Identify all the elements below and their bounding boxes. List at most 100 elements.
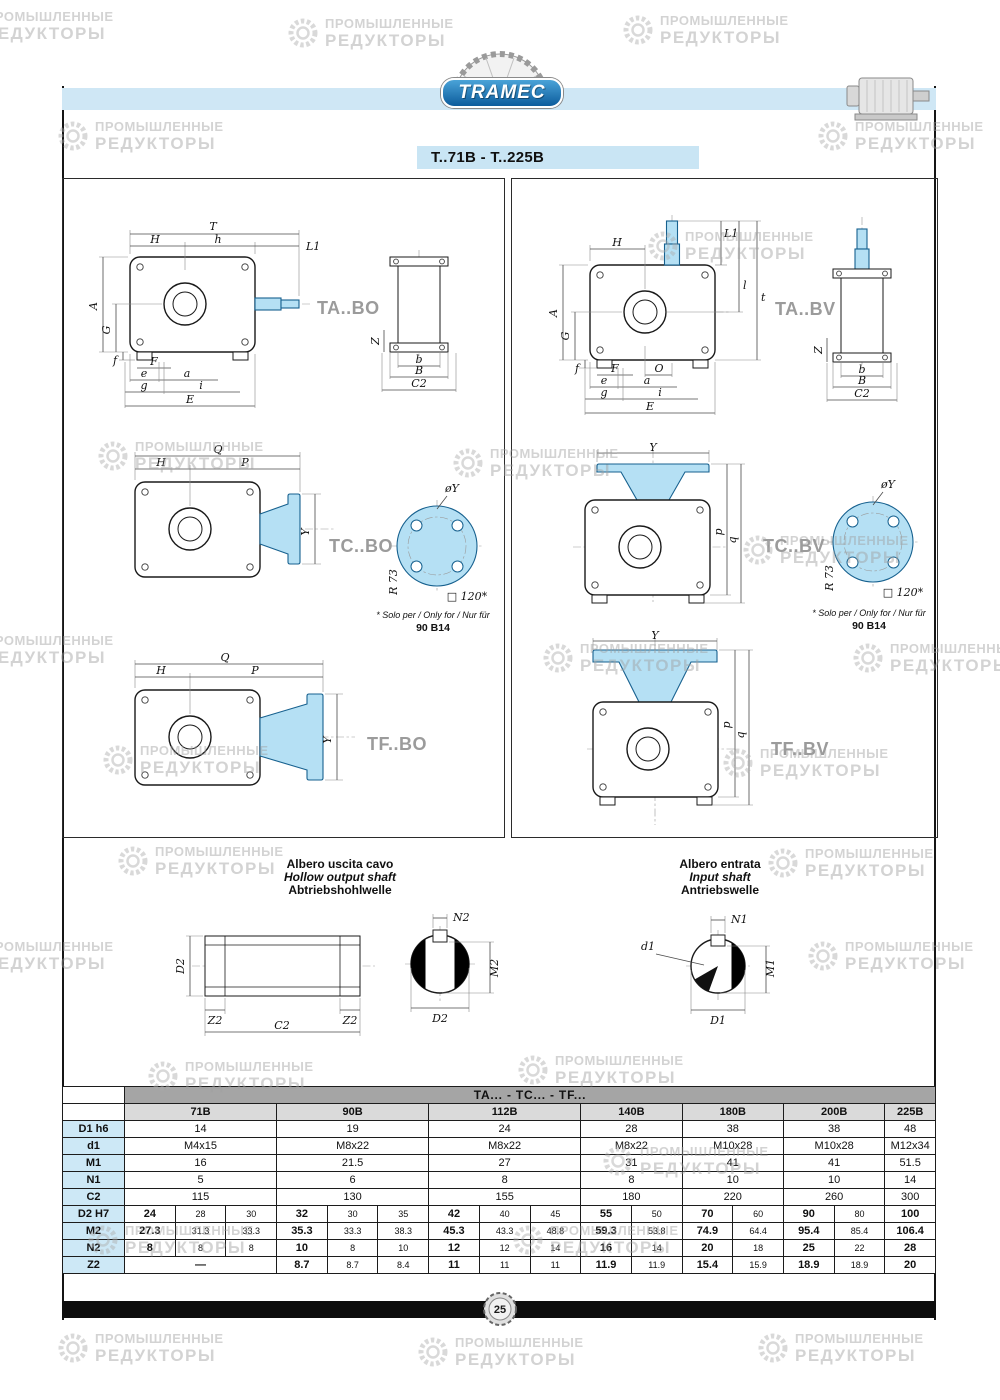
table-cell: 20 — [681, 1239, 734, 1257]
gear-watermark-icon — [58, 1333, 88, 1363]
table-cell: 18.9 — [782, 1256, 835, 1274]
dim-H: H — [611, 236, 622, 249]
table-cell: 24 — [124, 1205, 176, 1223]
watermark-line2: РЕДУКТОРЫ — [0, 23, 107, 43]
size-header: 180B — [681, 1103, 784, 1121]
ta-bo-drawing: T H h L1 A G f F e a g i — [87, 220, 457, 408]
dim-Z: Z — [369, 337, 382, 346]
dim-Y: Y — [651, 629, 660, 642]
table-cell: 155 — [428, 1188, 582, 1206]
tf-bv-dimensions: Y p q — [592, 629, 753, 806]
watermark-line2: РЕДУКТОРЫ — [855, 133, 977, 153]
table-cell: 8.4 — [377, 1256, 430, 1274]
ta-bv-drawing: H L1 l t A G f F O e a — [547, 215, 898, 415]
dim-Y: Y — [649, 441, 658, 454]
page-right-rule — [934, 86, 936, 1320]
input-shaft-title-it: Albero entrata — [679, 857, 761, 871]
watermark-line2: РЕДУКТОРЫ — [455, 1349, 577, 1369]
page-number: 25 — [494, 1304, 506, 1316]
hollow-output-shaft-drawing: D2 Z2 Z2 C2 N2 M2 D2 — [174, 911, 501, 1036]
table-cell: 80 — [833, 1205, 886, 1223]
dim-B: B — [857, 374, 866, 387]
table-cell: 11 — [529, 1256, 582, 1274]
watermark-line2: РЕДУКТОРЫ — [795, 1345, 917, 1365]
table-cell: 8 — [428, 1171, 582, 1189]
table-cell: 10 — [681, 1171, 784, 1189]
table-cell: 24 — [428, 1120, 582, 1138]
dim-H: H — [149, 233, 160, 246]
table-cell: 22 — [833, 1239, 886, 1257]
tramec-logo: TRAMEC — [441, 78, 563, 108]
table-cell: 11.9 — [630, 1256, 683, 1274]
watermark-line2: РЕДУКТОРЫ — [0, 953, 107, 973]
table-corner-cell — [62, 1086, 125, 1104]
table-cell: 16 — [580, 1239, 632, 1257]
output-shaft-title-it: Albero uscita cavo — [286, 857, 394, 871]
dim-p: p — [720, 721, 733, 728]
model-label-tc-bv: TC..BV — [763, 536, 825, 556]
ta-bo-side-view: Z b B C2 — [369, 250, 457, 392]
table-cell: 42 — [428, 1205, 480, 1223]
dim-p: p — [712, 528, 725, 535]
dim-Q: Q — [213, 443, 222, 456]
dim-i: i — [199, 379, 203, 392]
watermark-line1: ПРОМЫШЛЕННЫЕ — [845, 938, 974, 954]
table-cell: 43.3 — [478, 1222, 531, 1240]
page-title: T..71B - T..225B — [431, 149, 545, 166]
table-cell: 300 — [884, 1188, 936, 1206]
dim-F: F — [149, 355, 158, 368]
watermark-line2: РЕДУКТОРЫ — [555, 1067, 677, 1087]
dim-e: e — [601, 374, 608, 387]
dim-E: E — [185, 393, 194, 406]
row-label: D1 h6 — [62, 1120, 125, 1138]
table-cell: 180 — [580, 1188, 683, 1206]
gear-watermark-icon — [418, 1337, 448, 1367]
row-label: Z2 — [62, 1256, 125, 1274]
table-cell: 59.3 — [580, 1222, 632, 1240]
table-cell: 51.5 — [884, 1154, 936, 1172]
table-cell: 70 — [681, 1205, 734, 1223]
table-cell: 30 — [326, 1205, 379, 1223]
table-cell: 41 — [782, 1154, 886, 1172]
dim-H: H — [155, 664, 166, 677]
dim-P: P — [250, 664, 259, 677]
watermark-line2: РЕДУКТОРЫ — [660, 27, 782, 47]
table-cell: 31 — [580, 1154, 683, 1172]
dim-M2: M2 — [488, 959, 501, 978]
dim-dia-Y: øY — [880, 478, 897, 491]
tf-bo-front-view — [134, 689, 355, 786]
dim-D1: D1 — [709, 1014, 726, 1027]
table-cell: 6 — [276, 1171, 430, 1189]
watermark-line1: ПРОМЫШЛЕННЫЕ — [155, 843, 284, 859]
tramec-logo-text: TRAMEC — [458, 82, 546, 103]
table-cell: 14 — [123, 1120, 278, 1138]
table-cell: 45 — [529, 1205, 582, 1223]
dim-R73: R 73 — [823, 565, 836, 592]
dim-b: b — [858, 363, 865, 376]
dim-G: G — [100, 325, 113, 334]
watermark-line1: ПРОМЫШЛЕННЫЕ — [95, 118, 224, 134]
watermark-line2: РЕДУКТОРЫ — [805, 860, 927, 880]
watermark-line1: ПРОМЫШЛЕННЫЕ — [805, 845, 934, 861]
watermark-line2: РЕДУКТОРЫ — [325, 30, 447, 50]
dim-Q: Q — [220, 651, 229, 664]
model-label-ta-bo: TA..BO — [317, 298, 380, 318]
table-cell: 8 — [326, 1239, 379, 1257]
dim-N2: N2 — [452, 911, 470, 924]
table-cell: 15.4 — [681, 1256, 734, 1274]
table-cell: 35.3 — [276, 1222, 328, 1240]
table-cell: M10x28 — [782, 1137, 886, 1155]
table-cell: 20 — [884, 1256, 936, 1274]
tc-bo-drawing: Q H P Y TC..BO øY R 73 □ 120* * Solo per… — [134, 443, 491, 634]
size-header: 71B — [123, 1103, 278, 1121]
dim-q: q — [734, 731, 747, 738]
keyway — [432, 929, 448, 943]
watermark-line1: ПРОМЫШЛЕННЫЕ — [795, 1330, 924, 1346]
output-shaft-title-en: Hollow output shaft — [284, 870, 396, 884]
ta-bv-side-view: Z b B C2 — [812, 217, 898, 402]
table-cell: 8 — [174, 1239, 227, 1257]
gear-watermark-icon — [758, 1333, 788, 1363]
input-flange-bell — [596, 463, 710, 501]
